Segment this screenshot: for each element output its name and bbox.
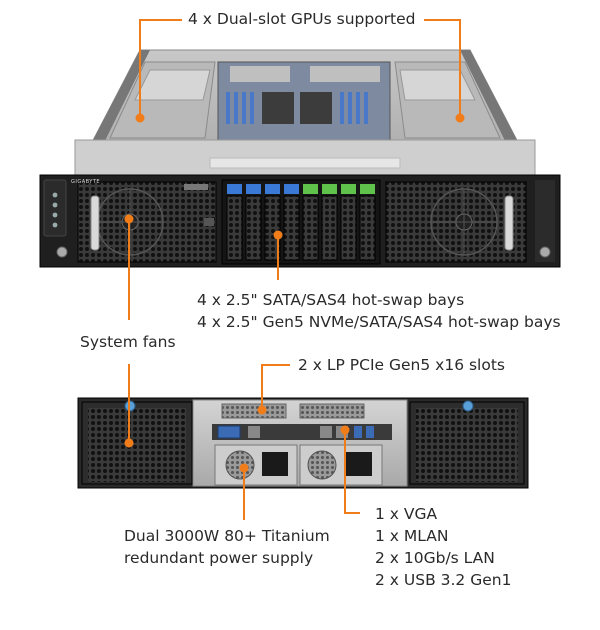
bays-line-1: 4 x 2.5" SATA/SAS4 hot-swap bays [197, 291, 465, 309]
psu-line-1: Dual 3000W 80+ Titanium [124, 527, 330, 545]
io-line-vga: 1 x VGA [375, 505, 438, 523]
callout-lines [128, 19, 461, 520]
fans-callout-label: System fans [80, 333, 176, 351]
io-callout-label: 1 x VGA 1 x MLAN 2 x 10Gb/s LAN 2 x USB … [375, 503, 511, 591]
pcie-callout-label: 2 x LP PCIe Gen5 x16 slots [298, 356, 506, 374]
front-brand-logo: GIGABYTE [71, 179, 101, 185]
bays-callout-label: 4 x 2.5" SATA/SAS4 hot-swap bays 4 x 2.5… [197, 289, 561, 333]
rear-server-image [77, 397, 529, 489]
io-line-usb: 2 x USB 3.2 Gen1 [375, 571, 512, 589]
io-line-mlan: 1 x MLAN [375, 527, 449, 545]
callout-dots [124, 113, 465, 473]
io-callout-line [344, 430, 360, 514]
pcie-callout-line [261, 364, 290, 410]
gpu-callout-line [139, 19, 182, 118]
io-line-lan: 2 x 10Gb/s LAN [375, 549, 495, 567]
bays-line-2: 4 x 2.5" Gen5 NVMe/SATA/SAS4 hot-swap ba… [197, 313, 561, 331]
psu-callout-label: Dual 3000W 80+ Titanium redundant power … [124, 525, 330, 569]
front-server-image [39, 49, 561, 268]
gpu-callout-line-right [424, 19, 461, 118]
psu-line-2: redundant power supply [124, 549, 314, 567]
gpu-callout-label: 4 x Dual-slot GPUs supported [188, 10, 416, 28]
